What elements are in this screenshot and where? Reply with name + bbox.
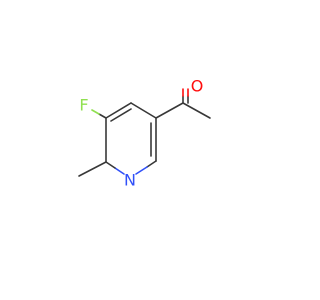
atom-label-nitrogen: N [124,171,136,190]
bond-carbonyl-methyl [182,102,211,119]
bond-c4-c3 [130,102,157,119]
bond-n-c6-dark [105,161,116,169]
bond-c5-c4 [105,102,132,119]
atom-label-oxygen: O [191,77,204,96]
bond-c2-n-blue [135,166,148,175]
bond-c6-methyl [78,161,107,177]
molecule-canvas: F N O [78,76,211,190]
bond-c5-f-green [91,109,100,115]
molecule-structure: F N O [78,77,211,190]
atom-label-fluorine: F [79,96,88,115]
bond-n-c6-blue [114,167,125,175]
bond-c5-f-dark [98,113,107,119]
bond-c2-n-dark [146,160,157,168]
bond-c5-c4-inner [110,108,132,122]
bond-c3-carbonyl [155,102,184,119]
